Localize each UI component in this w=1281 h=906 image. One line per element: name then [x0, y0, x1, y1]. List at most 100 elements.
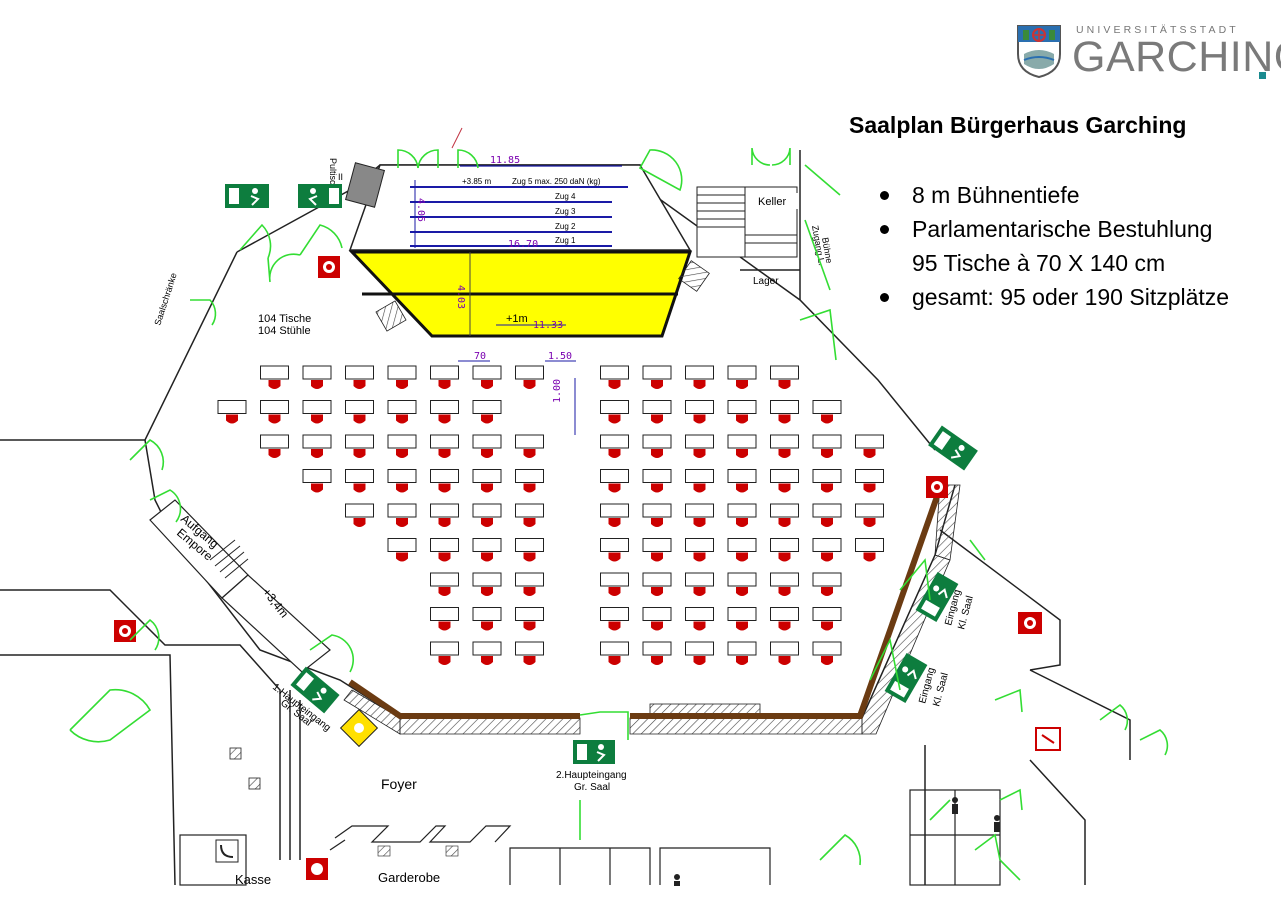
table	[770, 434, 799, 449]
table	[855, 503, 884, 518]
table	[430, 572, 459, 587]
table	[642, 503, 672, 518]
dim-depth: 4.05	[415, 198, 426, 222]
table	[727, 641, 757, 656]
table	[387, 434, 417, 449]
chair	[651, 656, 663, 665]
table	[472, 607, 502, 621]
chair	[693, 518, 706, 527]
fire-extinguisher-icon	[318, 256, 340, 278]
table	[855, 469, 884, 483]
table	[430, 469, 459, 483]
table	[727, 400, 757, 414]
chair	[311, 483, 323, 493]
buehne-label: Bühne	[820, 237, 834, 264]
chair	[863, 552, 876, 562]
table	[770, 365, 799, 380]
chair	[438, 380, 451, 389]
table	[515, 434, 544, 449]
stage-rigging: 11.85 +3.85 m Zug 5 max. 250 daN (kg) Zu…	[348, 155, 692, 251]
table	[642, 434, 672, 449]
chair	[778, 414, 791, 424]
table	[345, 400, 374, 414]
table	[727, 572, 757, 587]
chair	[736, 518, 748, 527]
chair	[736, 380, 748, 389]
table	[685, 503, 714, 518]
chair	[863, 449, 876, 458]
stage-pointer	[451, 127, 463, 149]
wood-panel	[348, 679, 580, 719]
chair	[736, 483, 748, 493]
chair	[523, 621, 536, 631]
bullet-icon	[880, 293, 889, 302]
table	[472, 400, 502, 414]
table	[387, 503, 417, 518]
chair	[608, 449, 621, 458]
table	[812, 607, 842, 621]
chair	[651, 621, 663, 631]
main-entrance-2-sub: Gr. Saal	[574, 782, 610, 793]
person-icon	[952, 797, 958, 814]
column	[248, 777, 261, 790]
table	[387, 469, 417, 483]
chair	[821, 483, 833, 493]
dim-stage-front: 11.33	[533, 320, 563, 331]
exit-sign-icon	[225, 184, 269, 208]
chair	[821, 621, 833, 631]
table	[515, 503, 544, 518]
chair	[821, 552, 833, 562]
chair	[778, 449, 791, 458]
table	[260, 365, 289, 380]
keller-stairs: Keller Lager Zugang L. Bühne	[696, 186, 834, 287]
wall-hatch	[629, 717, 863, 735]
table	[685, 365, 714, 380]
chair	[736, 621, 748, 631]
chair	[481, 518, 493, 527]
chair	[693, 414, 706, 424]
wc-block	[509, 789, 1001, 886]
first-aid-icon	[339, 708, 379, 748]
table	[600, 400, 629, 414]
table	[430, 365, 459, 380]
chair	[821, 449, 833, 458]
logo-wordmark: GARCHING	[1072, 33, 1281, 81]
table	[685, 400, 714, 414]
table	[770, 607, 799, 621]
fire-extinguisher-icon	[926, 476, 948, 498]
rig-zug1: Zug 1	[555, 236, 576, 245]
table	[387, 365, 417, 380]
keller-label: Keller	[758, 196, 786, 208]
counter-hatch	[377, 845, 391, 857]
garching-logo: UNIVERSITÄTSSTADT GARCHING	[1016, 22, 1281, 80]
table	[770, 400, 799, 414]
bullet-icon	[880, 191, 889, 200]
chair	[311, 449, 323, 458]
chair	[311, 414, 323, 424]
seating-area	[217, 365, 884, 665]
chair	[396, 518, 408, 527]
chair	[651, 449, 663, 458]
lager-label: Lager	[753, 276, 779, 287]
table	[770, 469, 799, 483]
door-swings	[69, 147, 1169, 881]
chairs-count: 104 Stühle	[258, 325, 311, 337]
table	[430, 434, 459, 449]
table	[600, 538, 629, 552]
table	[685, 469, 714, 483]
table	[472, 469, 502, 483]
table	[387, 538, 417, 552]
dim-row: 1.00	[552, 379, 563, 403]
chair	[651, 483, 663, 493]
chair	[693, 483, 706, 493]
chair	[481, 552, 493, 562]
chair	[778, 518, 791, 527]
foyer-label: Foyer	[381, 776, 417, 792]
chair	[778, 621, 791, 631]
table	[770, 503, 799, 518]
table	[345, 434, 374, 449]
table	[642, 365, 672, 380]
exit-sign-icon	[573, 740, 615, 764]
table	[642, 538, 672, 552]
table	[515, 538, 544, 552]
